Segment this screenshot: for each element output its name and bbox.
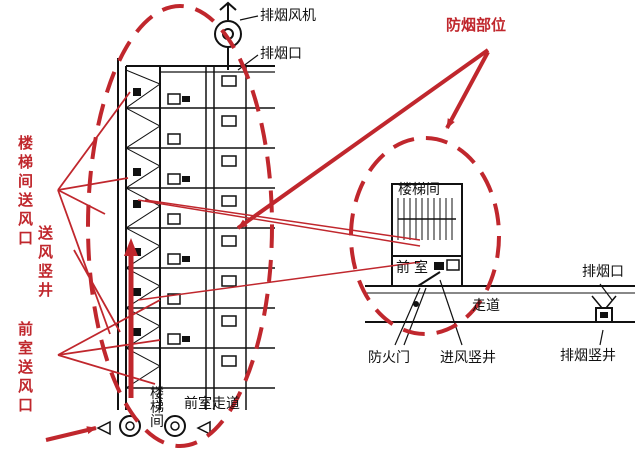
label-corridor-detail: 走道 <box>472 298 500 314</box>
annotation-arrows <box>45 48 490 442</box>
front-room-supply-outlet-icons <box>167 93 181 345</box>
label-front-room-2: 室 <box>414 259 428 276</box>
stair-supply-outlet-icons <box>133 88 141 336</box>
floor-lines <box>126 107 275 389</box>
label-stairwell-detail: 楼梯间 <box>398 182 440 198</box>
label-front-room-1: 前 <box>396 259 410 276</box>
label-exhaust-outlet-right: 排烟口 <box>582 264 624 280</box>
labels: 排烟风机 排烟口 防烟部位 楼梯间 前 室 走道 排烟口 排烟竖井 防火门 进风… <box>17 8 624 430</box>
label-front-room-supply-outlet: 前室送风口 <box>17 320 34 414</box>
label-stairwell-bottom: 楼梯间 <box>150 386 164 430</box>
exhaust-shaft-icon <box>591 295 617 323</box>
label-stair-supply-outlet: 楼梯间送风口 <box>17 134 34 247</box>
label-exhaust-fan: 排烟风机 <box>260 8 316 24</box>
detail-plan <box>349 136 635 346</box>
stair-treads <box>397 198 456 240</box>
label-air-intake-shaft: 进风竖井 <box>440 350 496 366</box>
label-supply-shaft: 送风竖井 <box>37 224 54 299</box>
label-front-room-corridor: 前室走道 <box>184 395 240 412</box>
building-highlight-ellipse <box>86 4 274 448</box>
detail-highlight-ellipse <box>349 136 501 336</box>
label-smoke-control-area: 防烟部位 <box>446 16 506 34</box>
stair-flights <box>125 69 162 389</box>
label-exhaust-outlet-top: 排烟口 <box>260 46 302 62</box>
building-section <box>86 1 275 448</box>
label-fire-door: 防火门 <box>368 350 410 366</box>
exhaust-outlet-icons <box>221 75 237 367</box>
label-exhaust-shaft-right: 排烟竖井 <box>560 348 616 364</box>
